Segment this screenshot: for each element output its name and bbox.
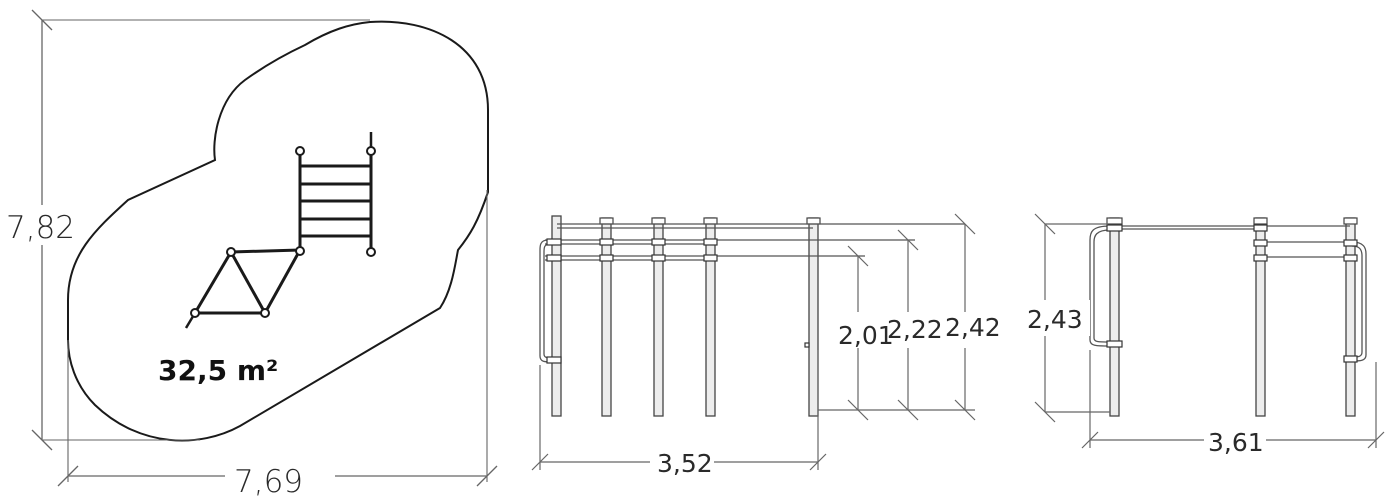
side-width-label: 3,61 <box>1208 428 1264 457</box>
side-bars <box>1089 225 1367 362</box>
width-label-bg <box>225 458 335 499</box>
front-height-label-2: 2,22 <box>887 315 943 344</box>
area-label: 32,5 m² <box>158 354 278 387</box>
front-width-label: 3,52 <box>657 449 713 478</box>
triangle-frame-plan <box>184 246 305 329</box>
front-posts <box>551 215 819 417</box>
ladder-plan <box>295 132 376 257</box>
front-view: 3,52 2,01 2,22 2,42 <box>531 213 1001 478</box>
side-height-label: 2,43 <box>1027 305 1083 334</box>
front-height-label-1: 2,01 <box>838 321 894 350</box>
front-clamps <box>546 238 810 364</box>
side-clamps <box>1106 224 1358 363</box>
front-width-label-bg <box>650 448 714 478</box>
front-bars <box>539 223 965 363</box>
front-height-label-3: 2,42 <box>945 313 1001 342</box>
plan-view: 7,82 7,69 <box>0 9 498 499</box>
side-posts <box>1109 217 1356 417</box>
width-dim-tick-left <box>57 465 79 487</box>
front-heights-label-bg <box>835 312 1001 348</box>
width-dim-tick-right <box>476 465 498 487</box>
side-width-label-bg <box>1204 426 1266 456</box>
height-dim-tick-top <box>31 9 53 31</box>
safety-zone-outline <box>67 20 489 442</box>
height-dim-tick-bottom <box>31 429 53 451</box>
plan-width-label: 7,69 <box>234 464 303 499</box>
height-label-bg <box>0 205 80 245</box>
front-post-caps <box>599 217 821 225</box>
side-height-label-bg <box>1026 300 1090 336</box>
plan-height-label: 7,82 <box>6 210 75 246</box>
side-post-caps <box>1106 217 1358 225</box>
side-view: 2,43 3,61 <box>1026 213 1385 457</box>
